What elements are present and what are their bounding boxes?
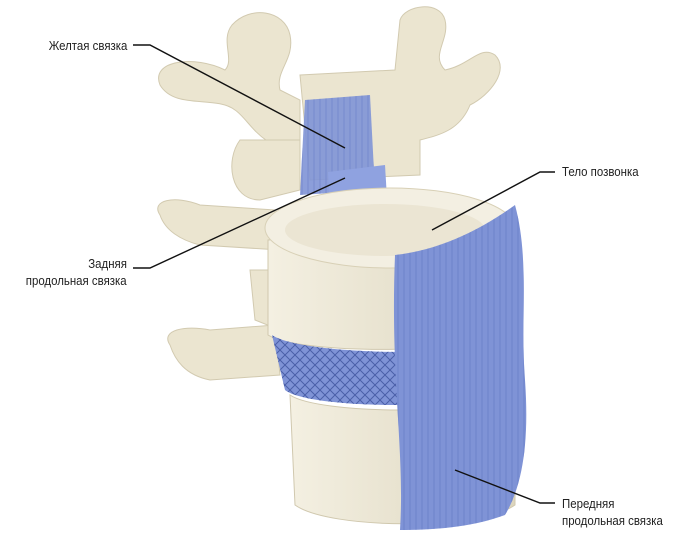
label-vertebral-body: Тело позвонка <box>562 164 639 179</box>
leader-lines <box>133 44 555 504</box>
label-yellow-ligament: Желтая связка <box>48 38 127 53</box>
label-posterior-ligament-2: продольная связка <box>26 273 127 288</box>
anterior-ligament-shape <box>393 205 527 530</box>
label-anterior-ligament-1: Передняя <box>562 496 615 511</box>
label-anterior-ligament-2: продольная связка <box>562 513 663 528</box>
label-posterior-ligament-1: Задняя <box>88 256 127 271</box>
